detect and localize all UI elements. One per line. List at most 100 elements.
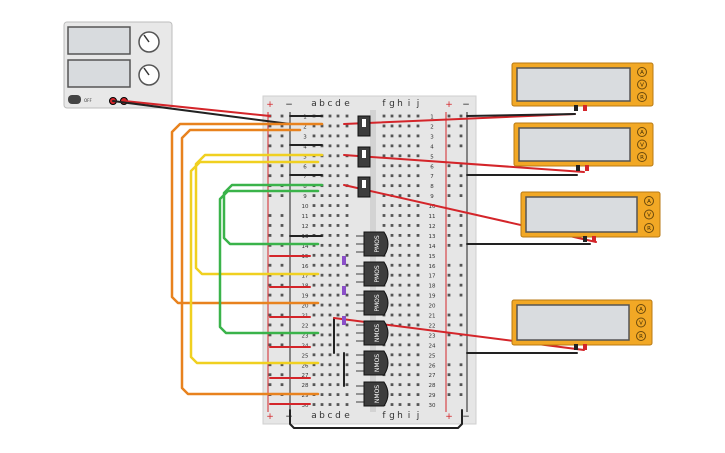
breadboard-hole[interactable] [398, 313, 402, 317]
breadboard-hole[interactable] [336, 373, 340, 377]
breadboard-hole[interactable] [382, 194, 386, 197]
breadboard-hole[interactable] [398, 134, 402, 138]
breadboard-hole[interactable] [390, 253, 394, 257]
breadboard-hole[interactable] [328, 323, 332, 327]
breadboard-hole[interactable] [407, 124, 411, 128]
transistor-pmos[interactable]: PMOS [356, 290, 389, 316]
breadboard-hole[interactable] [336, 204, 340, 207]
probe-red[interactable] [585, 165, 589, 171]
breadboard-hole[interactable] [398, 353, 402, 357]
breadboard-hole[interactable] [328, 164, 332, 168]
rail-hole[interactable] [459, 194, 463, 197]
breadboard-hole[interactable] [320, 204, 324, 207]
breadboard-hole[interactable] [382, 144, 386, 148]
rail-hole[interactable] [280, 383, 284, 387]
breadboard-hole[interactable] [416, 373, 420, 377]
breadboard-hole[interactable] [345, 363, 349, 367]
wire-green[interactable] [222, 183, 324, 246]
breadboard-hole[interactable] [390, 333, 394, 337]
breadboard-hole[interactable] [407, 263, 411, 267]
rail-hole[interactable] [268, 343, 272, 347]
breadboard-hole[interactable] [407, 293, 411, 297]
breadboard-hole[interactable] [398, 373, 402, 377]
breadboard-hole[interactable] [398, 333, 402, 337]
breadboard-hole[interactable] [312, 134, 316, 138]
breadboard-hole[interactable] [328, 403, 332, 406]
breadboard-hole[interactable] [407, 114, 411, 118]
breadboard-hole[interactable] [407, 323, 411, 327]
breadboard-hole[interactable] [398, 263, 402, 267]
probe-black[interactable] [576, 165, 580, 171]
breadboard-hole[interactable] [390, 313, 394, 317]
rail-hole[interactable] [447, 184, 451, 188]
breadboard-hole[interactable] [390, 363, 394, 367]
rail-hole[interactable] [459, 383, 463, 387]
breadboard-hole[interactable] [398, 283, 402, 287]
breadboard-hole[interactable] [407, 144, 411, 148]
rail-hole[interactable] [459, 243, 463, 247]
breadboard-hole[interactable] [345, 194, 349, 197]
breadboard-hole[interactable] [390, 214, 394, 217]
breadboard-hole[interactable] [390, 393, 394, 396]
breadboard-hole[interactable] [416, 174, 420, 178]
breadboard-hole[interactable] [320, 363, 324, 367]
breadboard-hole[interactable] [312, 313, 316, 317]
rail-hole[interactable] [268, 124, 272, 128]
probe-red[interactable] [583, 344, 587, 350]
breadboard-hole[interactable] [345, 393, 349, 396]
breadboard-hole[interactable] [328, 373, 332, 377]
breadboard-hole[interactable] [407, 283, 411, 287]
breadboard-hole[interactable] [390, 303, 394, 307]
breadboard-hole[interactable] [328, 134, 332, 138]
rail-hole[interactable] [447, 383, 451, 387]
rail-hole[interactable] [459, 393, 463, 396]
breadboard-hole[interactable] [416, 403, 420, 406]
mode-button-r[interactable] [644, 223, 654, 233]
breadboard-hole[interactable] [336, 164, 340, 168]
multimeter[interactable]: AVR [511, 299, 653, 350]
breadboard-hole[interactable] [382, 134, 386, 138]
breadboard-hole[interactable] [407, 174, 411, 178]
breadboard-hole[interactable] [398, 184, 402, 188]
rail-hole[interactable] [280, 114, 284, 118]
breadboard-hole[interactable] [336, 124, 340, 128]
breadboard-hole[interactable] [320, 343, 324, 347]
breadboard-hole[interactable] [416, 293, 420, 297]
wire-black[interactable] [466, 113, 576, 117]
breadboard-hole[interactable] [345, 383, 349, 387]
breadboard-hole[interactable] [390, 343, 394, 347]
rail-hole[interactable] [447, 174, 451, 178]
breadboard-hole[interactable] [416, 393, 420, 396]
breadboard-hole[interactable] [345, 263, 349, 267]
breadboard-hole[interactable] [390, 283, 394, 287]
rail-hole[interactable] [447, 393, 451, 396]
breadboard-hole[interactable] [328, 273, 332, 277]
rail-hole[interactable] [280, 283, 284, 287]
breadboard-hole[interactable] [416, 154, 420, 158]
breadboard-hole[interactable] [336, 234, 340, 237]
breadboard-hole[interactable] [328, 114, 332, 118]
breadboard-hole[interactable] [407, 393, 411, 396]
breadboard-hole[interactable] [407, 313, 411, 317]
breadboard-hole[interactable] [320, 383, 324, 387]
breadboard-hole[interactable] [336, 184, 340, 188]
probe-black[interactable] [574, 344, 578, 350]
breadboard-hole[interactable] [398, 144, 402, 148]
rail-hole[interactable] [280, 134, 284, 138]
breadboard-hole[interactable] [336, 283, 340, 287]
breadboard-hole[interactable] [416, 164, 420, 168]
breadboard-hole[interactable] [345, 293, 349, 297]
breadboard-hole[interactable] [312, 214, 316, 217]
rail-hole[interactable] [459, 363, 463, 367]
breadboard-hole[interactable] [336, 403, 340, 406]
rail-hole[interactable] [280, 343, 284, 347]
breadboard-hole[interactable] [336, 273, 340, 277]
breadboard-hole[interactable] [398, 363, 402, 367]
breadboard-hole[interactable] [398, 164, 402, 168]
breadboard-hole[interactable] [407, 134, 411, 138]
breadboard-hole[interactable] [345, 204, 349, 207]
rail-hole[interactable] [447, 214, 451, 217]
breadboard-hole[interactable] [416, 234, 420, 237]
breadboard-hole[interactable] [336, 214, 340, 217]
breadboard-hole[interactable] [416, 303, 420, 307]
